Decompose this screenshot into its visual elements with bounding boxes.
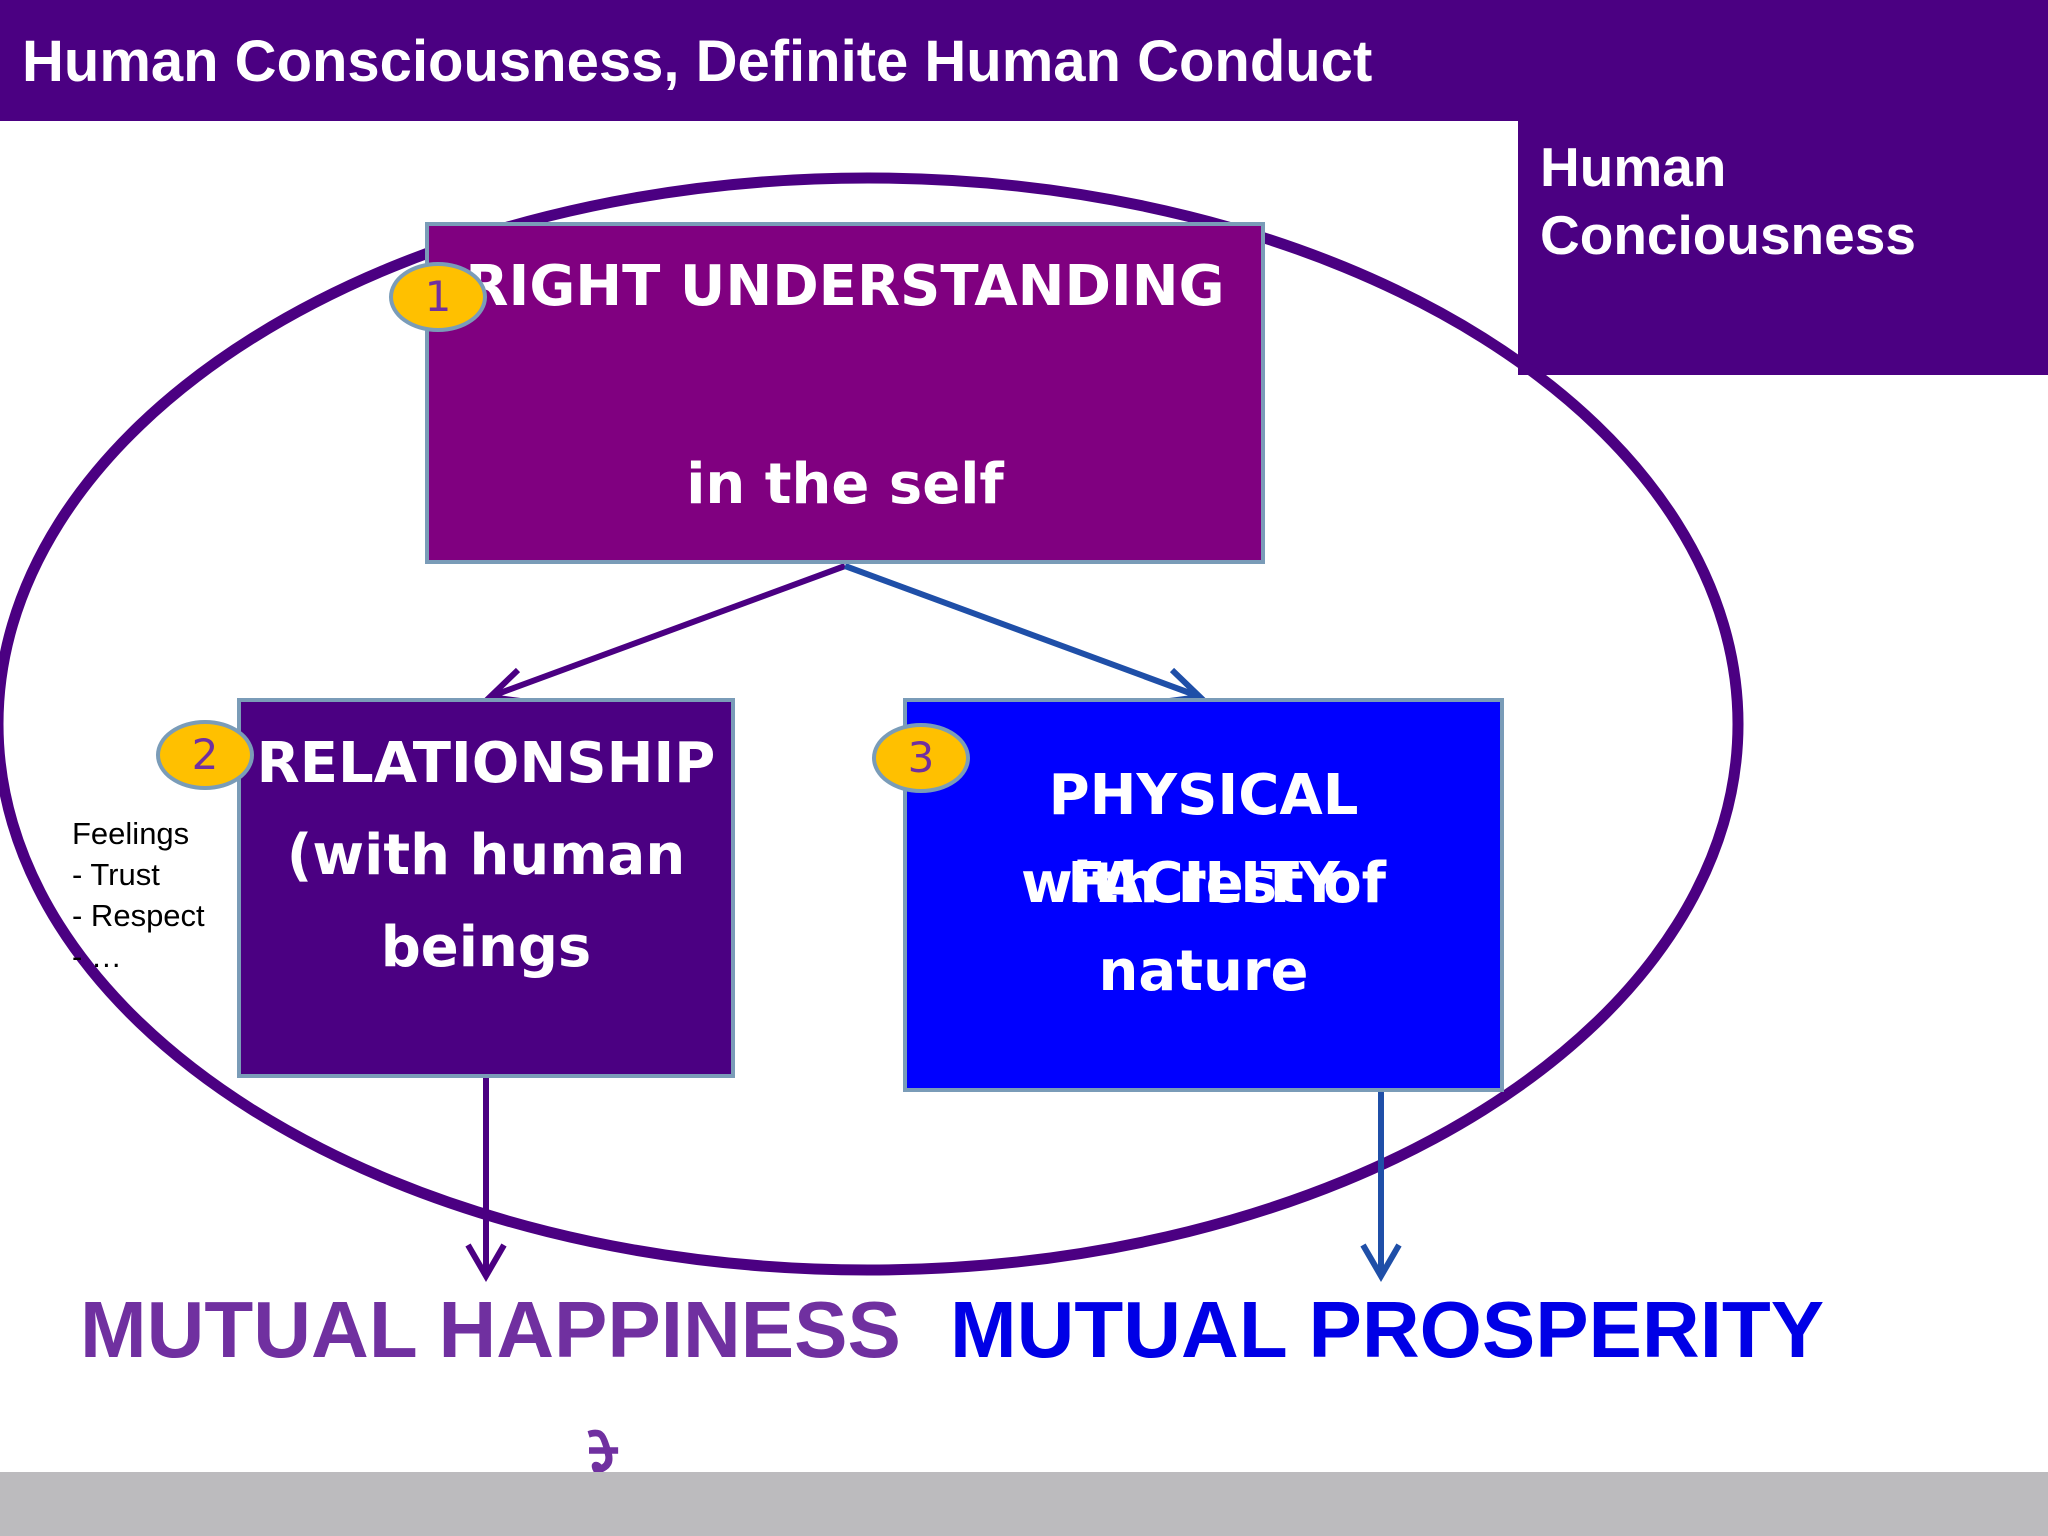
arrowhead-mutual-happiness: [465, 1243, 507, 1282]
arrowhead-mutual-prosperity: [1360, 1243, 1402, 1282]
physical-facility-subtitle: with rest of nature: [1020, 851, 1387, 1004]
feelings-item: - Trust: [72, 857, 160, 892]
right-understanding-subtitle: in the self: [686, 452, 1004, 517]
feelings-item: - Respect: [72, 898, 205, 933]
side-panel: Human Conciousness: [1518, 121, 2048, 375]
right-understanding-box: RIGHT UNDERSTANDING in the self: [425, 222, 1265, 564]
physical-facility-title: PHYSICAL FACILITY: [1048, 763, 1359, 916]
right-understanding-title: RIGHT UNDERSTANDING: [465, 254, 1225, 319]
mutual-prosperity-label: MUTUAL PROSPERITY: [950, 1285, 1825, 1374]
badge-1: 1: [389, 262, 487, 332]
footer-bar: [0, 1472, 2048, 1536]
feelings-list: Feelings - Trust - Respect - …: [72, 813, 205, 977]
side-panel-label: Human Conciousness: [1540, 133, 1916, 269]
feelings-title: Feelings: [72, 816, 190, 851]
consciousness-ellipse: [0, 172, 1744, 1276]
badge-3: 3: [872, 723, 970, 793]
side-panel-line-2: Conciousness: [1540, 204, 1916, 266]
relationship-subtitle: (with human beings: [241, 810, 731, 994]
badge-2: 2: [156, 720, 254, 790]
feelings-item: - …: [72, 939, 122, 974]
title-bar: Human Consciousness, Definite Human Cond…: [0, 0, 2048, 121]
physical-facility-box: PHYSICAL FACILITY with rest of nature: [903, 698, 1504, 1092]
arrow-to-relationship: [490, 563, 847, 699]
arrow-to-physical-facility: [843, 563, 1200, 699]
relationship-title: RELATIONSHIP: [256, 731, 716, 796]
relationship-subtitle-line-2: beings: [380, 915, 592, 980]
relationship-box: RELATIONSHIP (with human beings: [237, 698, 735, 1078]
relationship-subtitle-line-1: (with human: [286, 823, 686, 888]
slide-title: Human Consciousness, Definite Human Cond…: [22, 29, 1373, 94]
mutual-happiness-label: MUTUAL HAPPINESS: [80, 1285, 901, 1374]
side-panel-line-1: Human: [1540, 136, 1727, 198]
